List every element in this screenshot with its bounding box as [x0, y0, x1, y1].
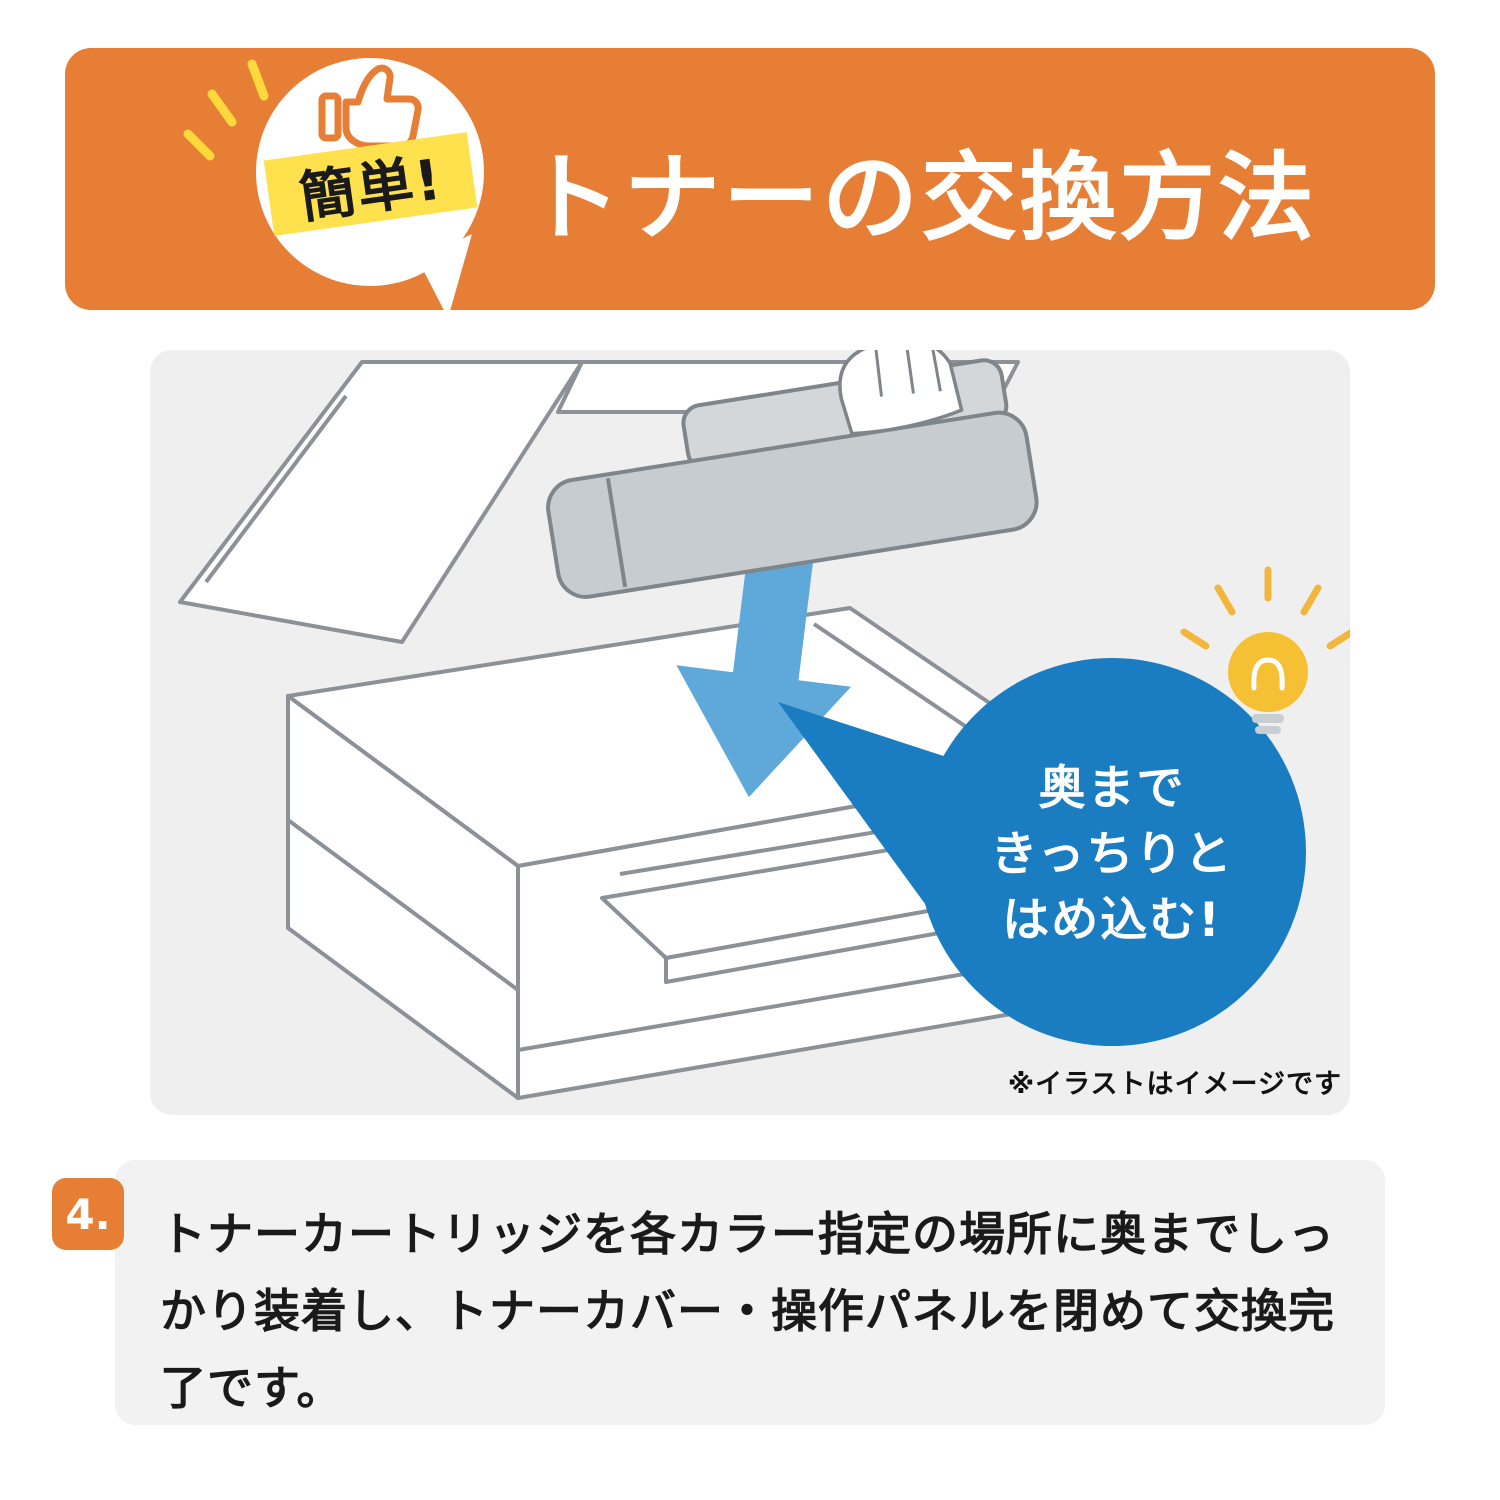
tip-line-3: はめ込む! [1002, 893, 1222, 948]
printer-toner-illustration [178, 350, 1350, 1100]
step-number-badge: 4. [52, 1178, 124, 1250]
down-arrow-icon [676, 547, 852, 798]
step-description: トナーカートリッジを各カラー指定の場所に奥までしっかり装着し、トナーカバー・操作… [160, 1207, 1335, 1415]
step-section [115, 1160, 1385, 1425]
page-title: トナーの交換方法 [525, 142, 1317, 254]
tip-bubble-text: 奥まで きっちりと はめ込む! [912, 756, 1312, 954]
tip-speech-bubble [778, 658, 1306, 1046]
emphasis-lines-icon [183, 59, 269, 161]
hand-icon [838, 350, 964, 436]
illustration-disclaimer: ※イラストはイメージです [1007, 1069, 1342, 1100]
step-number: 4. [65, 1189, 111, 1239]
printer-open-lid [178, 360, 584, 644]
tip-line-1: 奥まで [1038, 761, 1186, 816]
toner-cartridge [546, 350, 1039, 599]
illustration-panel [150, 350, 1350, 1115]
tip-line-2: きっちりと [990, 827, 1234, 882]
lightbulb-icon [1180, 566, 1350, 734]
